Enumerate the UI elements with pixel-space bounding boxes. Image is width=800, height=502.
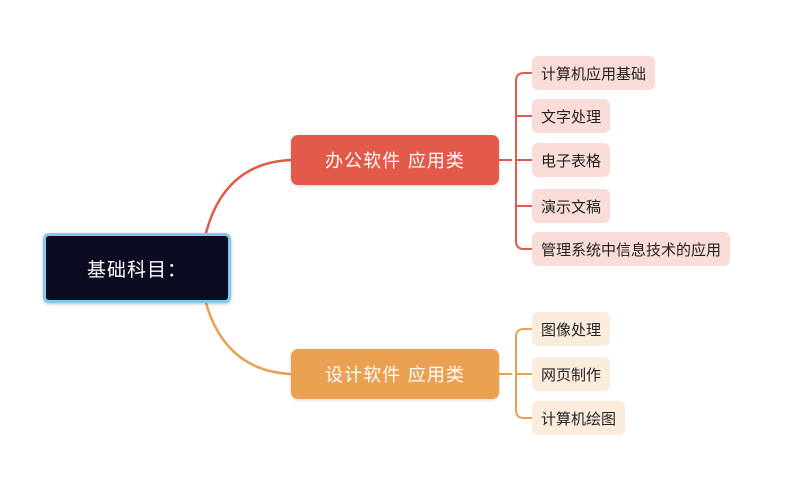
leaf-web-design: 网页制作	[532, 357, 611, 391]
leaf-label: 网页制作	[541, 365, 602, 384]
leaf-label: 计算机绘图	[541, 409, 617, 428]
leaf-management-systems: 管理系统中信息技术的应用	[532, 232, 731, 266]
leaf-image-processing: 图像处理	[532, 312, 611, 346]
leaf-spreadsheet: 电子表格	[532, 143, 611, 177]
root-node: 基础科目：	[43, 233, 231, 303]
root-label: 基础科目：	[86, 258, 187, 281]
branch-design-software: 设计软件 应用类	[291, 349, 499, 399]
leaf-computer-drawing: 计算机绘图	[532, 401, 626, 435]
branch-office-label: 办公软件 应用类	[325, 151, 465, 172]
leaf-label: 管理系统中信息技术的应用	[541, 240, 722, 259]
leaf-word-processing: 文字处理	[532, 99, 611, 133]
connector-office-leaves	[499, 72, 532, 250]
leaf-label: 电子表格	[541, 151, 602, 170]
leaf-label: 计算机应用基础	[541, 64, 647, 83]
branch-design-label: 设计软件 应用类	[325, 365, 465, 386]
leaf-computer-basics: 计算机应用基础	[532, 56, 656, 90]
connector-design-leaves	[499, 328, 532, 419]
leaf-label: 演示文稿	[541, 197, 602, 216]
connector-root-office	[204, 158, 292, 234]
leaf-label: 文字处理	[541, 107, 602, 126]
leaf-presentation: 演示文稿	[532, 189, 611, 223]
branch-office-software: 办公软件 应用类	[291, 135, 499, 185]
connector-root-design	[204, 302, 292, 376]
leaf-label: 图像处理	[541, 320, 602, 339]
